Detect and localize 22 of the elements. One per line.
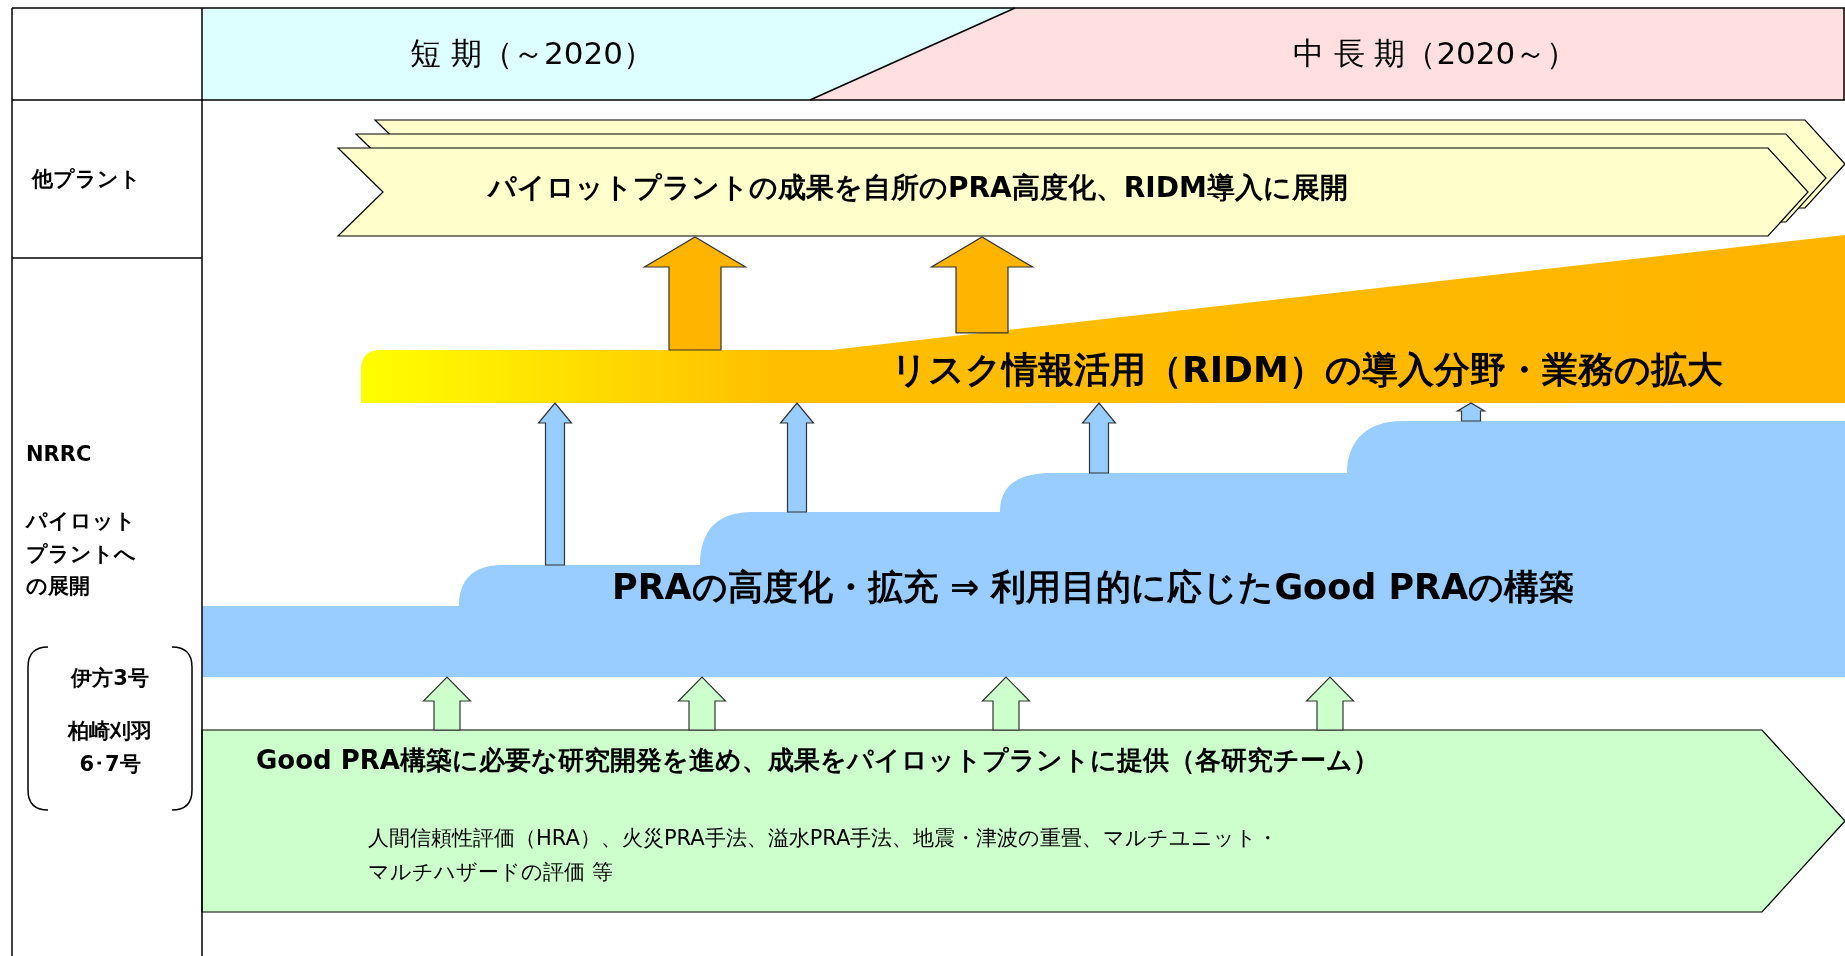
- row-label: 他プラント: [32, 166, 142, 193]
- row-label: NRRC: [26, 441, 93, 468]
- period-label: 中 長 期（2020～）: [1291, 34, 1579, 73]
- block-arrow: [422, 676, 472, 731]
- band-text: PRAの高度化・拡充 ⇒ 利用目的に応じたGood PRAの構築: [612, 566, 1576, 609]
- block-arrow: [929, 236, 1035, 334]
- block-arrow: [779, 402, 815, 513]
- band-text: Good PRA構築に必要な研究開発を進め、成果をパイロットプラントに提供（各研究チーム）: [256, 744, 1380, 777]
- row-label: パイロットプラントへの展開: [26, 508, 137, 601]
- block-arrow: [1455, 402, 1487, 422]
- band-description: 人間信頼性評価（HRA）、火災PRA手法、溢水PRA手法、地震・津波の重畳、マルチユニット・マルチハザードの評価 等: [368, 825, 1280, 886]
- block-arrow: [537, 402, 573, 566]
- plant-name: 柏崎刈羽6･7号: [66, 718, 153, 778]
- block-arrow: [981, 676, 1031, 731]
- block-arrow: [642, 236, 748, 351]
- band-text: リスク情報活用（RIDM）の導入分野・業務の拡大: [891, 348, 1724, 392]
- block-arrow: [677, 676, 727, 731]
- period-label: 短 期（～2020）: [409, 34, 655, 73]
- band-text: パイロットプラントの成果を自所のPRA高度化、RIDM導入に展開: [488, 170, 1349, 205]
- plant-name: 伊方3号: [69, 665, 150, 692]
- block-arrow: [1081, 402, 1117, 474]
- block-arrow: [1305, 676, 1355, 731]
